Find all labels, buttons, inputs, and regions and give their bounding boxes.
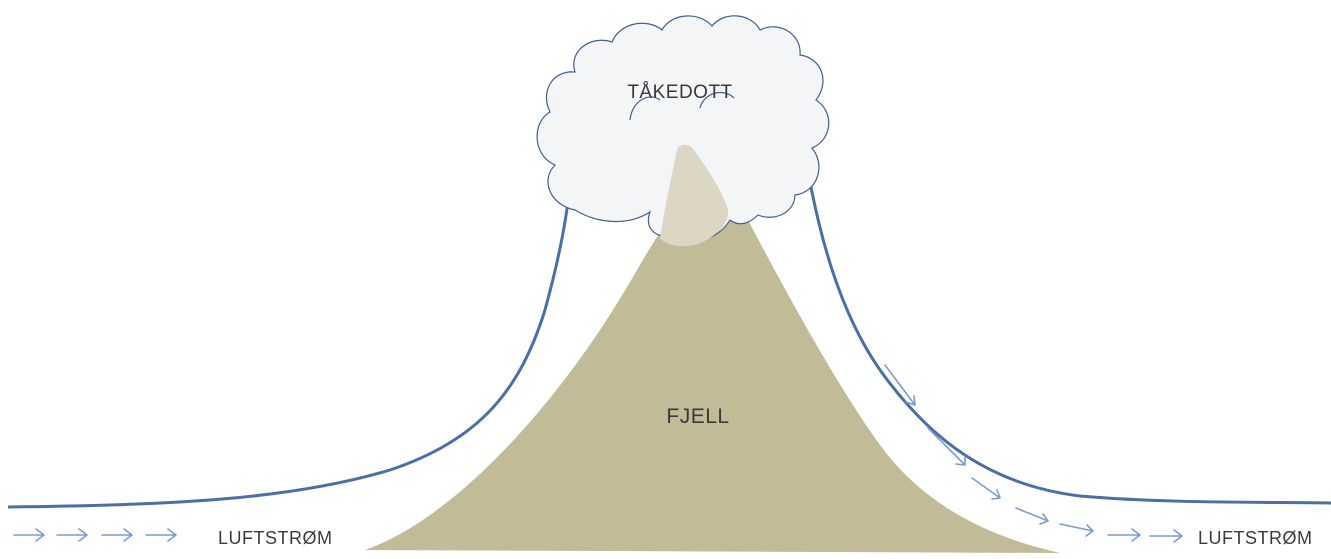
airflow-streamline xyxy=(7,149,576,509)
cloud-label: TÅKEDOTT xyxy=(627,82,732,103)
arrow-icon xyxy=(884,364,916,406)
arrow-icon xyxy=(927,427,966,466)
airflow-label-left: LUFTSTRØM xyxy=(218,528,333,548)
mountain-shape xyxy=(365,216,1060,553)
airflow-label-right: LUFTSTRØM xyxy=(1198,528,1313,548)
arrow-icon xyxy=(56,528,88,542)
arrow-icon xyxy=(1149,529,1183,543)
arrow-icon xyxy=(145,528,177,542)
cloud-shape xyxy=(536,15,830,243)
arrow-icon xyxy=(1107,528,1141,542)
airflow-arrows-lee xyxy=(884,364,1183,543)
arrow-icon xyxy=(1059,523,1094,537)
mountain-label: FJELL xyxy=(666,405,729,428)
airflow-streamline-lee xyxy=(804,159,1331,505)
arrow-icon xyxy=(101,528,133,542)
arrow-icon xyxy=(971,477,1001,500)
airflow-arrows-left xyxy=(13,528,177,542)
arrow-icon xyxy=(1015,507,1049,525)
mountain-peak-in-cloud xyxy=(660,144,729,247)
arrow-icon xyxy=(13,528,45,542)
